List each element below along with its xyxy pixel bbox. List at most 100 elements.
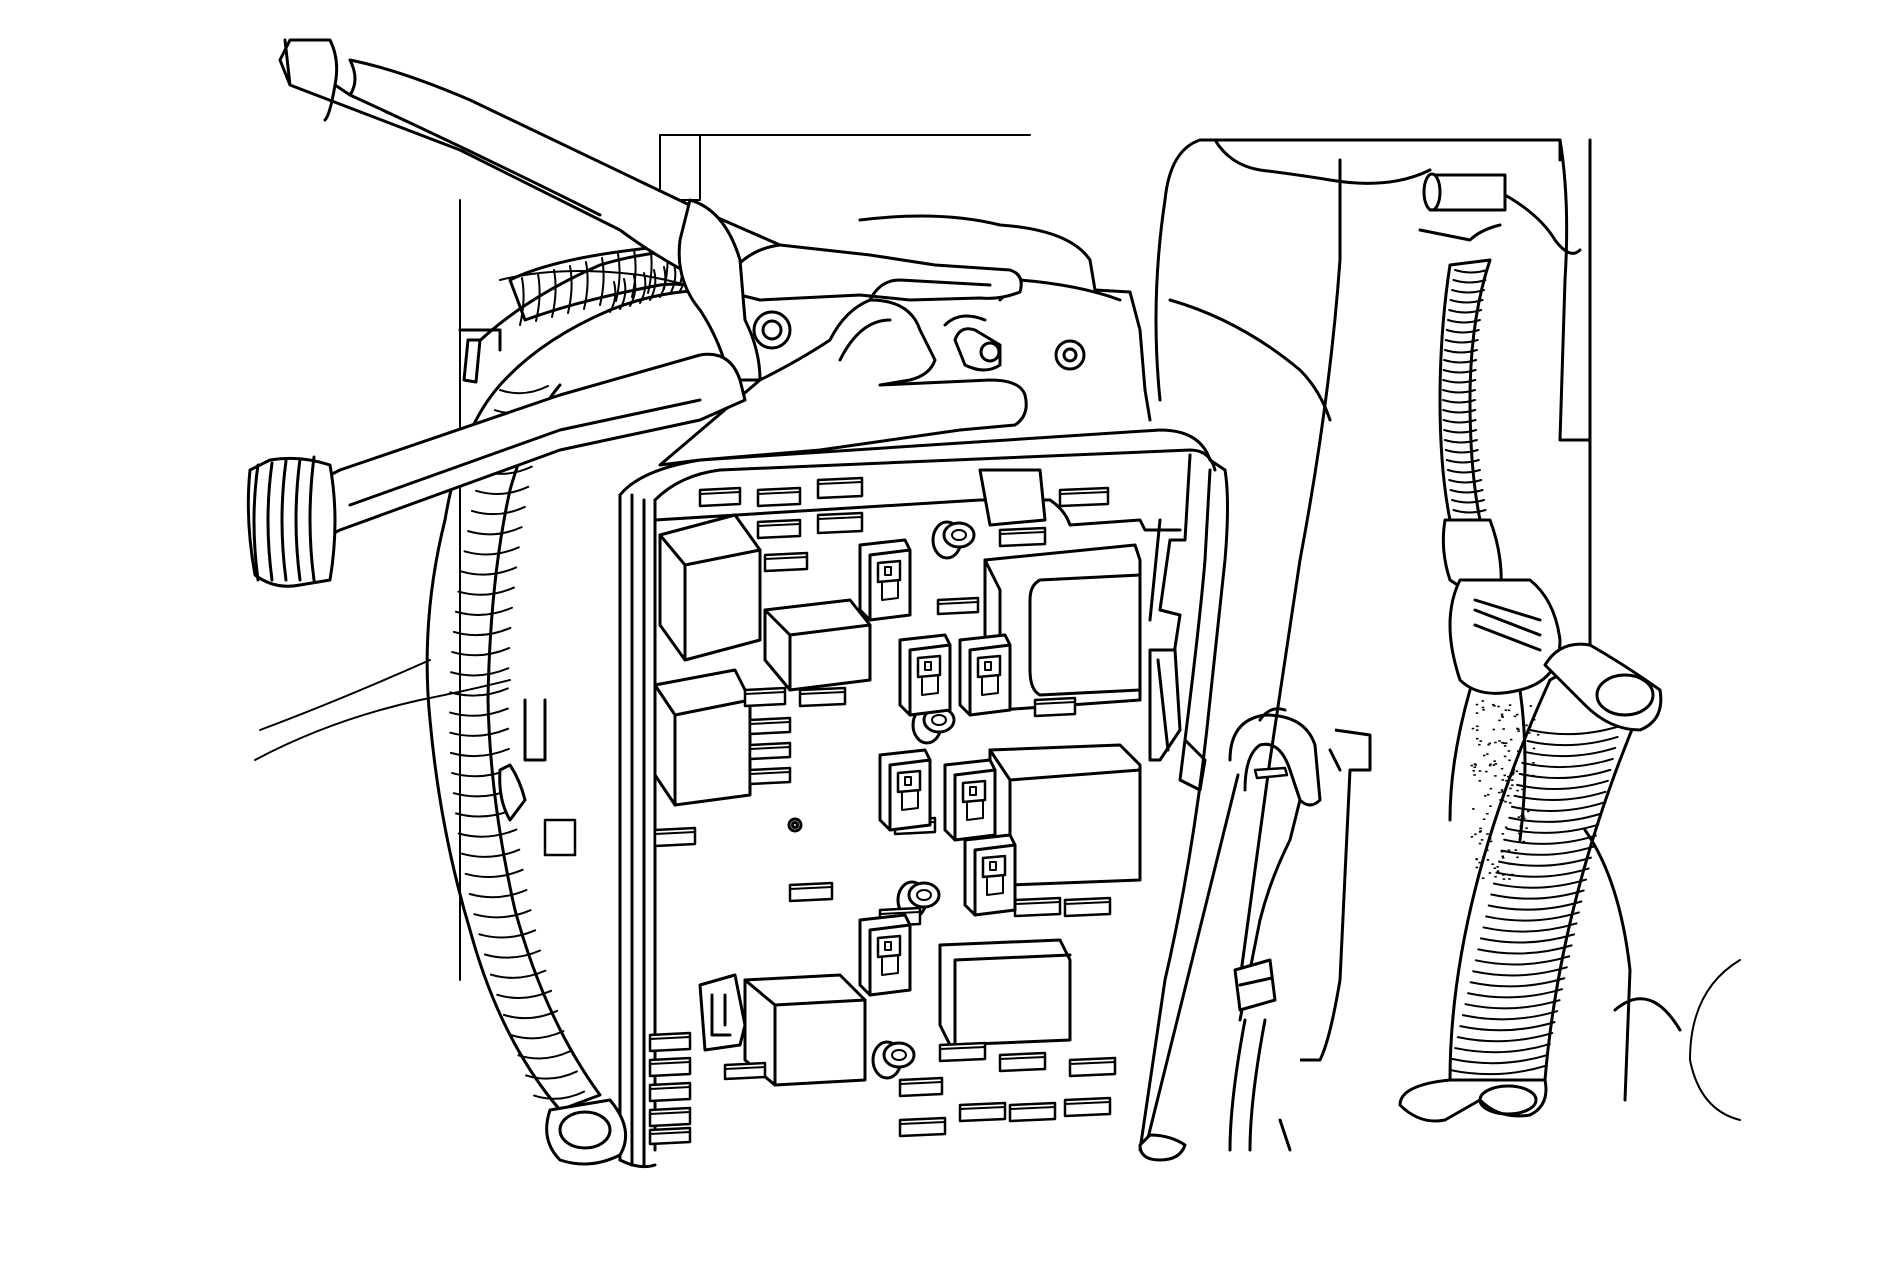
hose-rib — [1442, 399, 1477, 404]
speck — [1472, 808, 1475, 810]
fuse-edge — [649, 1061, 691, 1065]
speck — [1500, 713, 1504, 716]
hose-rib — [1492, 878, 1588, 889]
speck — [1516, 727, 1519, 730]
fuse-edge — [899, 1121, 946, 1125]
speck — [1494, 763, 1498, 765]
speck — [1489, 787, 1493, 790]
loom-rib — [464, 868, 524, 879]
speck — [1487, 743, 1490, 746]
speck — [1492, 764, 1496, 766]
speck — [1515, 770, 1519, 773]
mini-relay-slot — [904, 776, 912, 786]
mini-relay-edge — [973, 843, 1017, 917]
jumper-cable-clamp — [246, 38, 1028, 588]
loom-rib — [457, 586, 515, 596]
speck — [1511, 784, 1514, 786]
mini-relay-terminal — [986, 875, 1004, 896]
hose-ribs-lower-right — [1449, 725, 1621, 1076]
wiring-harness-right — [1398, 258, 1663, 1123]
hose-rib — [1498, 856, 1592, 867]
hose-rib — [1467, 988, 1563, 999]
speck — [1501, 833, 1505, 835]
speck — [1496, 870, 1500, 872]
fuse — [898, 1076, 944, 1098]
speck — [1511, 779, 1514, 781]
speck — [1527, 810, 1530, 813]
fuse-edge — [799, 691, 846, 695]
loom-rib — [449, 707, 509, 717]
speck — [1522, 840, 1525, 843]
fuse-edge — [649, 1111, 691, 1115]
hose-rib — [1442, 419, 1477, 424]
fuse — [1063, 1096, 1112, 1118]
loom-rib — [517, 1050, 572, 1060]
fuse — [648, 1126, 692, 1146]
speck — [1478, 770, 1482, 772]
fuse-edge — [1014, 901, 1061, 905]
fuse-edge — [1034, 701, 1076, 705]
speck — [1481, 706, 1485, 709]
fuse-edge — [899, 1081, 943, 1085]
speck — [1517, 816, 1521, 818]
fuse-edge — [789, 886, 833, 890]
fuse-edge — [1064, 901, 1111, 905]
speck — [1520, 815, 1523, 817]
hose-rib — [1446, 469, 1481, 474]
hose-rib — [1454, 269, 1488, 274]
hose-rib — [1452, 509, 1487, 514]
fuse — [898, 1116, 947, 1138]
fuse-edge — [1069, 1061, 1116, 1065]
speck — [1536, 734, 1540, 736]
speck — [1486, 833, 1489, 835]
fuse — [938, 1041, 987, 1063]
speck — [1471, 727, 1475, 730]
speck — [1492, 728, 1495, 731]
speck — [1475, 703, 1479, 706]
stud-center — [891, 1049, 907, 1061]
loom-rib — [551, 269, 557, 318]
speck — [1472, 770, 1475, 772]
speck — [1485, 770, 1488, 773]
speck — [1481, 700, 1484, 702]
speck — [1511, 773, 1514, 776]
mini-relay-edge — [968, 643, 1012, 717]
fuse — [648, 1031, 692, 1053]
loom-rib — [615, 253, 621, 302]
speck — [1478, 842, 1482, 845]
stud-center — [916, 889, 932, 901]
fuse — [1013, 896, 1062, 918]
fuse — [748, 716, 792, 736]
hose-rib — [1445, 329, 1480, 334]
hose-rib — [1442, 369, 1477, 374]
speck — [1522, 815, 1525, 817]
speck — [1525, 827, 1528, 829]
hose-rib — [1523, 746, 1617, 758]
speck — [1522, 723, 1525, 726]
mini-relay-edge — [868, 548, 912, 622]
speck — [1479, 830, 1482, 832]
speck — [1491, 863, 1494, 865]
fuse-edge — [879, 911, 921, 915]
fuse — [698, 486, 742, 508]
hose-rib — [1472, 966, 1568, 977]
speck — [1507, 709, 1511, 712]
fuse — [648, 1081, 692, 1103]
speck — [1503, 755, 1507, 758]
speck — [1501, 791, 1504, 793]
mini-relay-terminal — [966, 800, 984, 821]
hose-rib — [1521, 757, 1614, 769]
speck — [1503, 745, 1507, 747]
speck — [1498, 791, 1501, 794]
loom-rib — [460, 566, 518, 576]
hose-rib — [1442, 389, 1477, 394]
fuse-edge — [999, 531, 1046, 535]
speck — [1507, 775, 1510, 778]
speck — [1516, 789, 1519, 792]
fuse — [936, 596, 980, 616]
speck — [1489, 763, 1492, 766]
hose-rib — [1508, 812, 1602, 823]
hose-rib — [1451, 1054, 1549, 1065]
